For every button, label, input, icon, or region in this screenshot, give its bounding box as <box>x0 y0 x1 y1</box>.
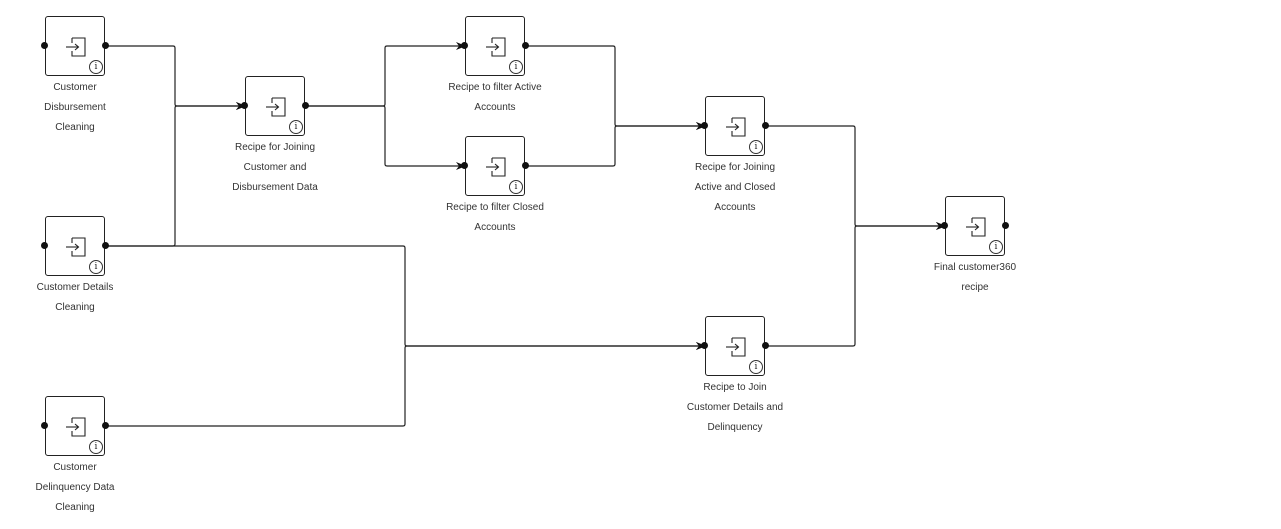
output-port[interactable] <box>302 102 309 109</box>
recipe-node-label-line: Customer <box>53 82 97 93</box>
input-port[interactable] <box>41 42 48 49</box>
info-icon[interactable]: i <box>509 180 523 194</box>
output-port[interactable] <box>102 242 109 249</box>
info-icon[interactable]: i <box>89 440 103 454</box>
recipe-node-label-line: Customer Details <box>36 282 114 293</box>
input-port[interactable] <box>461 162 468 169</box>
input-port[interactable] <box>701 342 708 349</box>
output-port[interactable] <box>1002 222 1009 229</box>
recipe-node-label-line: Recipe to filter Active <box>448 82 542 93</box>
info-icon[interactable]: i <box>749 140 763 154</box>
connector-join-active-closed-to-final-customer360 <box>765 125 946 230</box>
connector-join-customer-disbursement-to-filter-closed <box>305 105 466 170</box>
recipe-node-label-line: Accounts <box>474 102 516 113</box>
info-icon[interactable]: i <box>749 360 763 374</box>
recipe-node-box[interactable]: i <box>45 16 105 76</box>
recipe-node-label-line: Disbursement Data <box>232 182 318 193</box>
recipe-node-box[interactable]: i <box>45 396 105 456</box>
connector-customer-details-to-join-details-delinquency <box>105 245 706 350</box>
recipe-enter-icon <box>966 217 986 237</box>
info-icon[interactable]: i <box>989 240 1003 254</box>
recipe-node-label-line: Final customer360 <box>933 262 1017 273</box>
recipe-node-label-line: Disbursement <box>44 102 106 113</box>
recipe-node-label-line: Active and Closed <box>694 182 776 193</box>
recipe-node-label-line: Recipe to Join <box>703 382 767 393</box>
output-port[interactable] <box>762 342 769 349</box>
input-port[interactable] <box>941 222 948 229</box>
connector-customer-delinquency-to-join-details-delinquency <box>105 342 706 427</box>
output-port[interactable] <box>522 42 529 49</box>
recipe-node-label-line: Recipe for Joining <box>694 162 776 173</box>
recipe-node-label-line: Recipe to filter Closed <box>446 202 544 213</box>
recipe-node-label-line: Delinquency <box>707 422 763 433</box>
input-port[interactable] <box>461 42 468 49</box>
info-icon[interactable]: i <box>289 120 303 134</box>
output-port[interactable] <box>522 162 529 169</box>
connector-filter-closed-to-join-active-closed <box>525 122 706 167</box>
recipe-node-box[interactable]: i <box>705 96 765 156</box>
recipe-node-label: Final customer360 recipe <box>919 258 1031 298</box>
recipe-node-label-line: Cleaning <box>55 122 95 133</box>
recipe-node-label-line: Customer and <box>243 162 307 173</box>
recipe-node-box[interactable]: i <box>465 136 525 196</box>
output-port[interactable] <box>102 422 109 429</box>
recipe-node-box[interactable]: i <box>45 216 105 276</box>
output-port[interactable] <box>102 42 109 49</box>
input-port[interactable] <box>241 102 248 109</box>
recipe-node-box[interactable]: i <box>245 76 305 136</box>
recipe-node-label-line: Accounts <box>474 222 516 233</box>
info-icon[interactable]: i <box>509 60 523 74</box>
recipe-node-box[interactable]: i <box>945 196 1005 256</box>
info-icon[interactable]: i <box>89 60 103 74</box>
recipe-enter-icon <box>726 337 746 357</box>
recipe-node-box[interactable]: i <box>465 16 525 76</box>
recipe-node-label-line: Recipe for Joining <box>234 142 316 153</box>
recipe-enter-icon <box>266 97 286 117</box>
recipe-node-label-line: Cleaning <box>55 302 95 313</box>
recipe-node-label-line: Customer Details and <box>686 402 784 413</box>
recipe-enter-icon <box>486 37 506 57</box>
connector-filter-active-to-join-active-closed <box>525 45 706 130</box>
output-port[interactable] <box>762 122 769 129</box>
recipe-enter-icon <box>66 37 86 57</box>
recipe-node-box[interactable]: i <box>705 316 765 376</box>
recipe-enter-icon <box>66 237 86 257</box>
recipe-node-label-line: Accounts <box>714 202 756 213</box>
input-port[interactable] <box>41 242 48 249</box>
info-icon[interactable]: i <box>89 260 103 274</box>
recipe-enter-icon <box>66 417 86 437</box>
input-port[interactable] <box>701 122 708 129</box>
recipe-node-label-line: recipe <box>961 282 989 293</box>
recipe-enter-icon <box>486 157 506 177</box>
recipe-node-label-line: Delinquency Data <box>35 482 115 493</box>
connector-join-details-delinquency-to-final-customer360 <box>765 222 946 347</box>
input-port[interactable] <box>41 422 48 429</box>
recipe-node-label-line: Customer <box>53 462 97 473</box>
recipe-enter-icon <box>726 117 746 137</box>
recipe-node-label-line: Cleaning <box>55 502 95 513</box>
